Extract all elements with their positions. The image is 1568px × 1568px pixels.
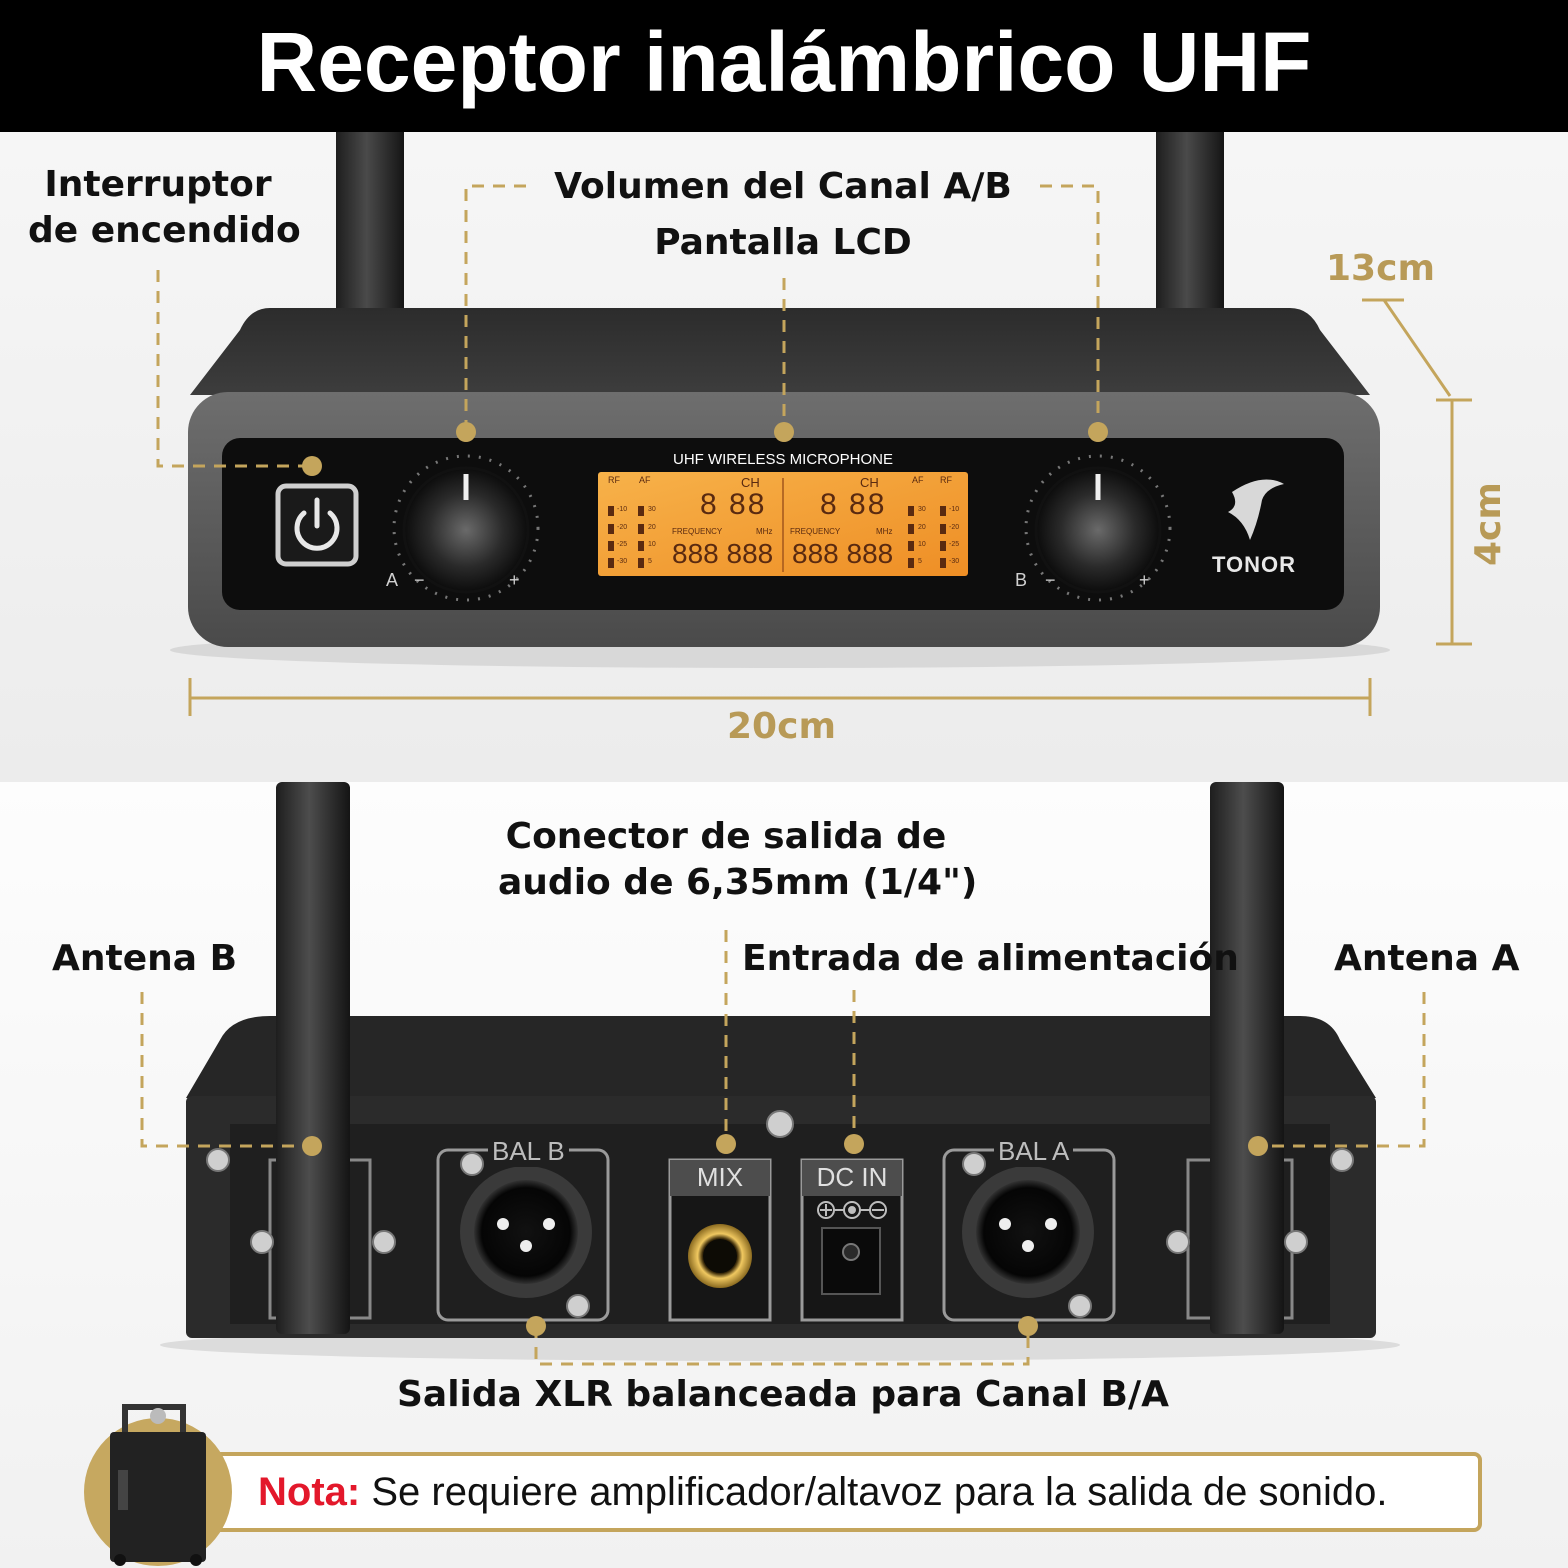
speaker-icon xyxy=(110,1404,206,1566)
page-title: Receptor inalámbrico UHF xyxy=(256,15,1312,109)
dc-polarity-icon xyxy=(817,1201,887,1219)
antenna-right-front xyxy=(1156,132,1224,342)
knob-b-dial xyxy=(1024,454,1172,602)
port-label-dc-in: DC IN xyxy=(816,1162,888,1192)
label-power-in: Entrada de alimentación xyxy=(742,938,1239,979)
note-text: Nota: Se requiere amplificador/altavoz p… xyxy=(258,1470,1387,1515)
knob-b xyxy=(1034,466,1162,594)
dimension-width: 20cm xyxy=(727,706,836,747)
title-bar: Receptor inalámbrico UHF xyxy=(0,0,1568,132)
knob-a-dial xyxy=(392,454,540,602)
dimension-height: 4cm xyxy=(1468,482,1509,566)
brand-logo: TONOR xyxy=(1212,552,1297,577)
xlr-b-connector xyxy=(474,1180,578,1284)
rear-device-illustration xyxy=(84,782,1482,1566)
knob-a-minus: − xyxy=(414,570,425,590)
xlr-a-connector xyxy=(976,1180,1080,1284)
power-icon xyxy=(294,510,340,551)
note-prefix: Nota: xyxy=(258,1470,361,1514)
lcd-header: UHF WIRELESS MICROPHONE xyxy=(672,451,894,468)
tonor-logo-icon xyxy=(1228,479,1284,540)
label-antenna-b: Antena B xyxy=(52,938,238,979)
label-lcd: Pantalla LCD xyxy=(654,222,912,263)
port-label-bal-a: BAL A xyxy=(994,1136,1074,1167)
port-label-mix: MIX xyxy=(696,1162,744,1192)
label-audio-out: Conector de salida de audio de 6,35mm (1… xyxy=(498,816,978,903)
antenna-a xyxy=(1210,782,1284,1334)
lcd-content: RF AF CH CH AF RF 8 88 8 88 FREQUENCY MH… xyxy=(608,475,960,569)
knob-b-minus: − xyxy=(1045,570,1056,590)
knob-a-label: A xyxy=(386,570,399,590)
note-body: Se requiere amplificador/altavoz para la… xyxy=(360,1470,1388,1514)
label-volume: Volumen del Canal A/B xyxy=(554,166,1012,207)
dimension-depth: 13cm xyxy=(1326,248,1435,289)
antenna-b xyxy=(276,782,350,1334)
antenna-left-front xyxy=(336,132,404,342)
label-antenna-a: Antena A xyxy=(1334,938,1520,979)
front-device-illustration xyxy=(156,132,1472,716)
port-label-bal-b: BAL B xyxy=(488,1136,569,1167)
knob-a xyxy=(402,466,530,594)
label-power-switch: Interruptor de encendido xyxy=(28,164,301,251)
knob-b-label: B xyxy=(1015,570,1028,590)
knob-a-plus: + xyxy=(509,570,520,590)
label-xlr: Salida XLR balanceada para Canal B/A xyxy=(396,1374,1169,1415)
knob-b-plus: + xyxy=(1139,570,1150,590)
